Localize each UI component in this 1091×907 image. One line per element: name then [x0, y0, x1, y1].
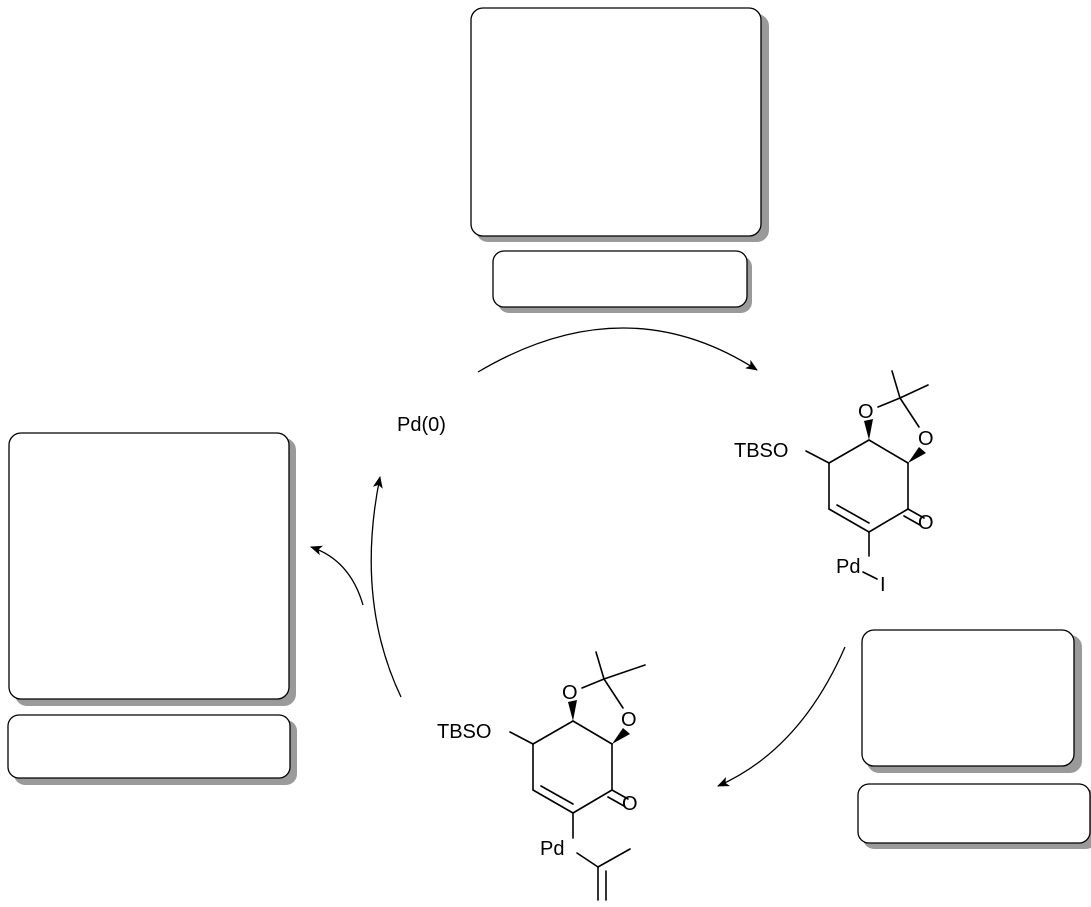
- arrow-reductive-elimination: [370, 476, 402, 698]
- arrow-oxidative-addition: [477, 327, 758, 373]
- intermediate-aryl-pd-iodide: TBSO O O O Pd I: [734, 370, 934, 596]
- wedge-bond: [568, 700, 577, 721]
- ketone-oxygen-label: O: [622, 793, 638, 815]
- catalyst-label: Pd(0): [397, 414, 446, 436]
- ketone-oxygen-label: O: [918, 512, 934, 534]
- dioxolane-oxygen-label: O: [562, 682, 578, 704]
- arrow-transmetalation: [717, 646, 846, 787]
- tbso-label: TBSO: [437, 721, 491, 743]
- iodide-label: I: [880, 574, 886, 596]
- palladium-label: Pd: [540, 838, 564, 860]
- dioxolane-oxygen-label: O: [621, 709, 637, 731]
- dioxolane-oxygen-label: O: [918, 428, 934, 450]
- wedge-bond: [864, 419, 873, 440]
- dioxolane-oxygen-label: O: [858, 401, 874, 423]
- tbso-label: TBSO: [734, 440, 788, 462]
- placeholder-box-right-structure: [861, 629, 1082, 773]
- placeholder-box-left-label: [7, 714, 297, 785]
- wedge-bond: [908, 447, 926, 463]
- palladium-label: Pd: [836, 556, 860, 578]
- placeholder-box-top-structure: [470, 7, 769, 242]
- placeholder-box-top-label: [492, 250, 752, 313]
- intermediate-aryl-pd-isopropenyl: TBSO O O O Pd: [437, 651, 646, 901]
- wedge-bond: [612, 728, 630, 744]
- arrow-product-release: [310, 545, 364, 606]
- placeholder-box-right-label: [857, 783, 1091, 849]
- placeholder-box-left-structure: [8, 432, 296, 706]
